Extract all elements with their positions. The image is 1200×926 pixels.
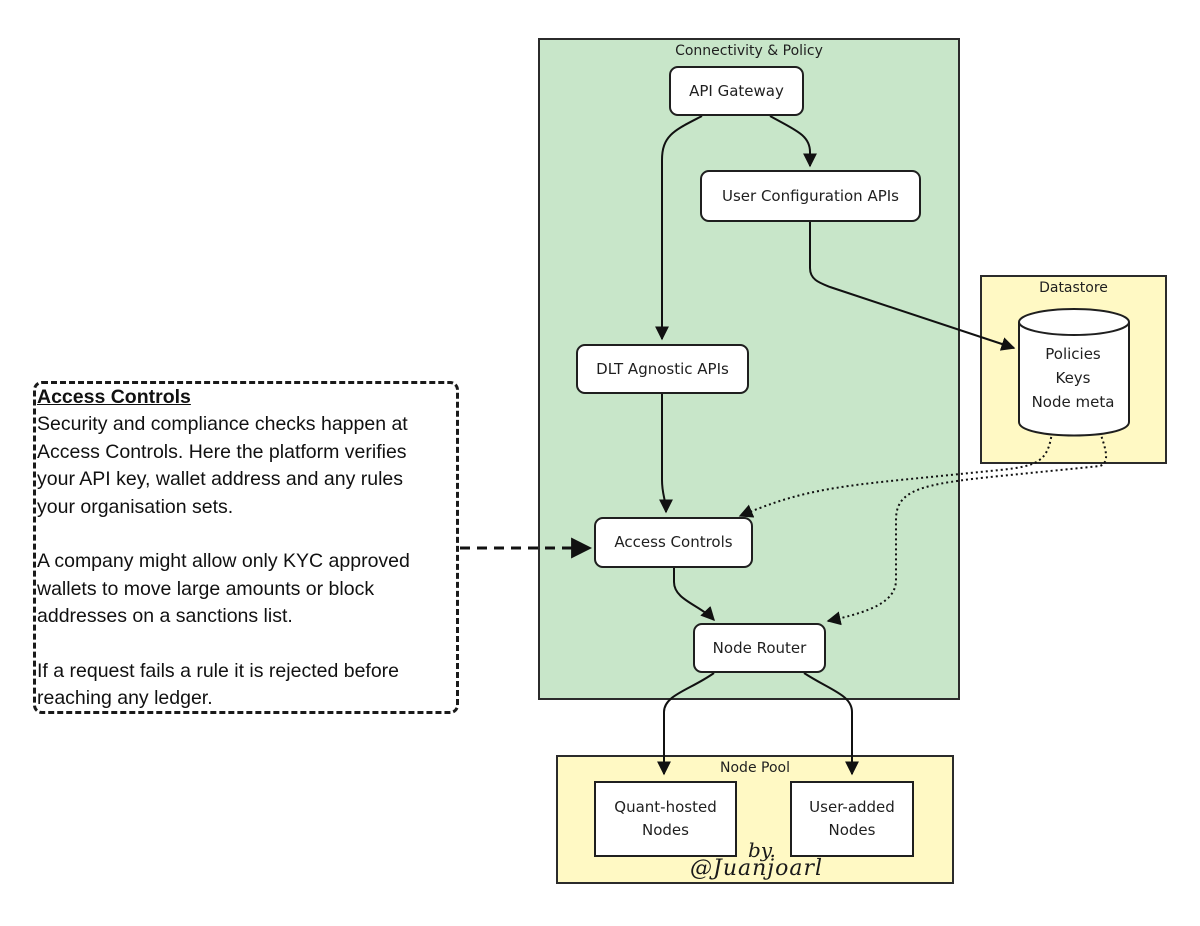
note-heading: Access Controls	[37, 386, 191, 408]
note-paragraph-1: Security and compliance checks happen at…	[37, 413, 408, 518]
datastore-item-policies: Policies	[1045, 345, 1101, 363]
edge-router-to-user-added	[803, 672, 859, 776]
user-added-nodes-node[interactable]: User-added Nodes	[790, 781, 914, 857]
access-controls-note-text: Access Controls Security and compliance …	[37, 384, 442, 713]
api-gateway-node[interactable]: API Gateway	[669, 66, 804, 116]
edge-access-to-router	[673, 568, 715, 622]
note-paragraph-2: A company might allow only KYC approved …	[37, 550, 410, 628]
user-configuration-apis-node[interactable]: User Configuration APIs	[700, 170, 921, 222]
datastore-item-keys: Keys	[1055, 369, 1091, 387]
signature-by: by.	[748, 838, 776, 862]
datastore-cylinder	[1018, 308, 1130, 437]
edge-datastore-to-router-dotted	[826, 431, 1107, 626]
edge-router-to-quant	[657, 672, 715, 776]
edge-gateway-to-dlt	[655, 115, 703, 341]
node-router-node[interactable]: Node Router	[693, 623, 826, 673]
user-added-line-2: Nodes	[828, 821, 876, 839]
note-paragraph-3: If a request fails a rule it is rejected…	[37, 660, 400, 710]
edge-datastore-to-access-dotted	[738, 431, 1053, 518]
user-added-line-1: User-added	[809, 798, 895, 816]
access-controls-node[interactable]: Access Controls	[594, 517, 753, 568]
quant-hosted-line-1: Quant-hosted	[614, 798, 717, 816]
datastore-title: Datastore	[1039, 280, 1108, 296]
edge-gateway-to-user-config	[769, 115, 817, 168]
datastore-item-node-meta: Node meta	[1031, 393, 1115, 411]
signature-handle: @Juanjoarl	[690, 856, 824, 881]
node-pool-title: Node Pool	[720, 760, 790, 776]
quant-hosted-line-2: Nodes	[642, 821, 689, 839]
edge-user-config-to-datastore	[809, 222, 1016, 351]
dlt-agnostic-apis-node[interactable]: DLT Agnostic APIs	[576, 344, 749, 394]
quant-hosted-nodes-node[interactable]: Quant-hosted Nodes	[594, 781, 737, 857]
edge-dlt-to-access	[658, 394, 673, 514]
connectivity-policy-title: Connectivity & Policy	[675, 43, 823, 59]
access-controls-note-box	[33, 381, 459, 714]
